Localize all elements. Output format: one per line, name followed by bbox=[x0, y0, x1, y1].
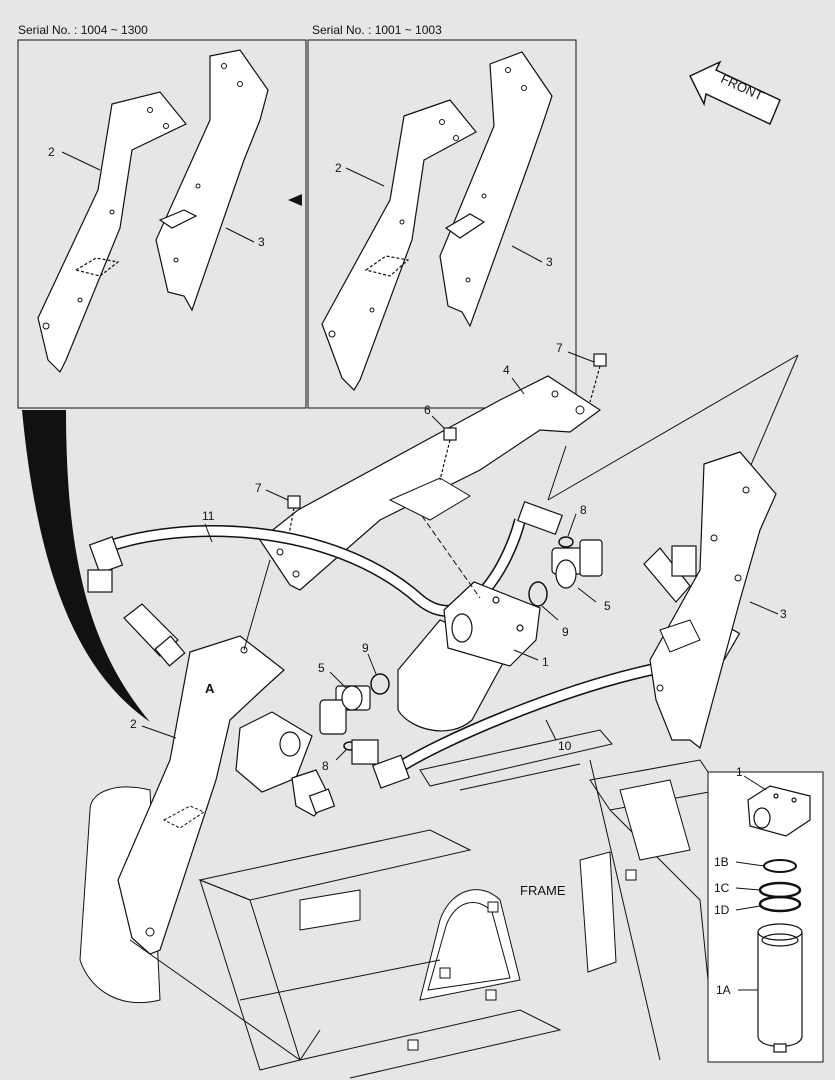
bracket-2 bbox=[117, 559, 285, 955]
serial-right-header: Serial No. : 1001 ~ 1003 bbox=[312, 23, 442, 37]
callout-main-5-right: 5 bbox=[604, 599, 611, 613]
o-ring-9-right bbox=[528, 581, 548, 607]
callout-inset-left-2: 2 bbox=[48, 145, 55, 159]
callout-main-4: 4 bbox=[503, 363, 510, 377]
bracket-3 bbox=[649, 451, 777, 750]
serial-left-header: Serial No. : 1004 ~ 1300 bbox=[18, 23, 148, 37]
inset-right-hidden-plate bbox=[364, 255, 410, 277]
callout-inset-right-3: 3 bbox=[546, 255, 553, 269]
callout-main-8-bottom: 8 bbox=[322, 759, 329, 773]
leader-11 bbox=[204, 523, 213, 543]
inset-left-holes bbox=[42, 63, 243, 330]
inset-left-nut-plate bbox=[158, 209, 198, 229]
callout-detail-1b: 1B bbox=[714, 855, 729, 869]
hose-11 bbox=[87, 500, 563, 617]
inset-left-parts bbox=[37, 49, 269, 374]
callout-inset-left-3: 3 bbox=[258, 235, 265, 249]
callout-main-6: 6 bbox=[424, 403, 431, 417]
inset-right-nut-plate bbox=[444, 213, 486, 239]
frame-blocks bbox=[407, 869, 637, 1051]
inset-left-bracket-2 bbox=[37, 91, 187, 374]
callout-main-9-right: 9 bbox=[562, 625, 569, 639]
callout-detail-1: 1 bbox=[736, 765, 743, 779]
callout-main-2: 2 bbox=[130, 717, 137, 731]
filter-1 bbox=[397, 581, 541, 732]
pressure-switch-left bbox=[123, 603, 186, 667]
leader-main-3 bbox=[749, 601, 779, 615]
frame-label: FRAME bbox=[520, 883, 566, 898]
leader-detail-1 bbox=[743, 775, 767, 791]
o-ring-9-left bbox=[370, 673, 390, 695]
leader-1 bbox=[513, 649, 539, 661]
sweep-curve bbox=[22, 410, 150, 722]
bolt-7-top bbox=[589, 353, 607, 403]
valve-block bbox=[235, 711, 336, 817]
front-arrow: FRONT bbox=[689, 60, 781, 125]
bolt-6 bbox=[439, 427, 457, 481]
o-ring-8-top bbox=[558, 536, 574, 548]
inset-right-bracket-3 bbox=[439, 51, 553, 328]
pressure-switch-right bbox=[643, 545, 697, 603]
filter-element-1a bbox=[757, 923, 803, 1053]
leader-7-left bbox=[265, 489, 289, 501]
callout-detail-1c: 1C bbox=[714, 881, 730, 895]
front-arrow-icon bbox=[689, 60, 781, 125]
leader-10 bbox=[545, 719, 557, 741]
fitting-5-left bbox=[319, 685, 371, 735]
filter-head bbox=[747, 785, 811, 837]
inset-right-bracket-2 bbox=[321, 99, 477, 391]
pointer-arrow-icon bbox=[288, 194, 302, 206]
inset-left-bracket-3 bbox=[155, 49, 269, 312]
bracket-4-leaders bbox=[511, 354, 799, 501]
callout-inset-right-2: 2 bbox=[335, 161, 342, 175]
leader-9-left bbox=[367, 653, 377, 675]
leader-6 bbox=[431, 415, 445, 429]
detail-box bbox=[707, 771, 824, 1063]
callout-main-9-left: 9 bbox=[362, 641, 369, 655]
leader-detail-1d bbox=[735, 905, 761, 911]
bracket-4 bbox=[259, 375, 602, 591]
o-ring-1d bbox=[758, 895, 802, 913]
frame-structure bbox=[79, 729, 721, 1079]
callout-main-8-top: 8 bbox=[580, 503, 587, 517]
callout-detail-1a: 1A bbox=[716, 983, 731, 997]
inset-left-leaders bbox=[61, 151, 255, 243]
view-a-label: A bbox=[205, 681, 215, 696]
leader-9-right bbox=[541, 605, 559, 621]
inset-right-holes bbox=[328, 67, 527, 338]
callout-main-7-top: 7 bbox=[556, 341, 563, 355]
center-line-filter bbox=[421, 515, 481, 599]
inset-right-leaders bbox=[345, 167, 543, 263]
fitting-5-right bbox=[551, 539, 603, 589]
leader-detail-1c bbox=[735, 887, 761, 891]
inset-right-frame bbox=[307, 39, 577, 409]
callout-main-7-left: 7 bbox=[255, 481, 262, 495]
leader-main-2 bbox=[141, 725, 177, 739]
leader-5-right bbox=[577, 587, 597, 603]
callout-main-1: 1 bbox=[542, 655, 549, 669]
leader-7-top bbox=[567, 351, 595, 363]
inset-frames bbox=[17, 39, 577, 409]
inset-left-hidden-plate bbox=[74, 257, 120, 277]
callout-detail-1d: 1D bbox=[714, 903, 730, 917]
leader-5-left bbox=[329, 671, 347, 689]
callout-main-3: 3 bbox=[780, 607, 787, 621]
leader-8-top bbox=[567, 513, 577, 537]
inset-right-parts bbox=[321, 51, 553, 391]
leader-8-bottom bbox=[335, 749, 347, 761]
callout-main-11: 11 bbox=[202, 509, 215, 523]
leader-detail-1b bbox=[735, 861, 765, 867]
callout-main-5-left: 5 bbox=[318, 661, 325, 675]
inset-left-frame bbox=[17, 39, 307, 409]
callout-main-10: 10 bbox=[558, 739, 572, 753]
